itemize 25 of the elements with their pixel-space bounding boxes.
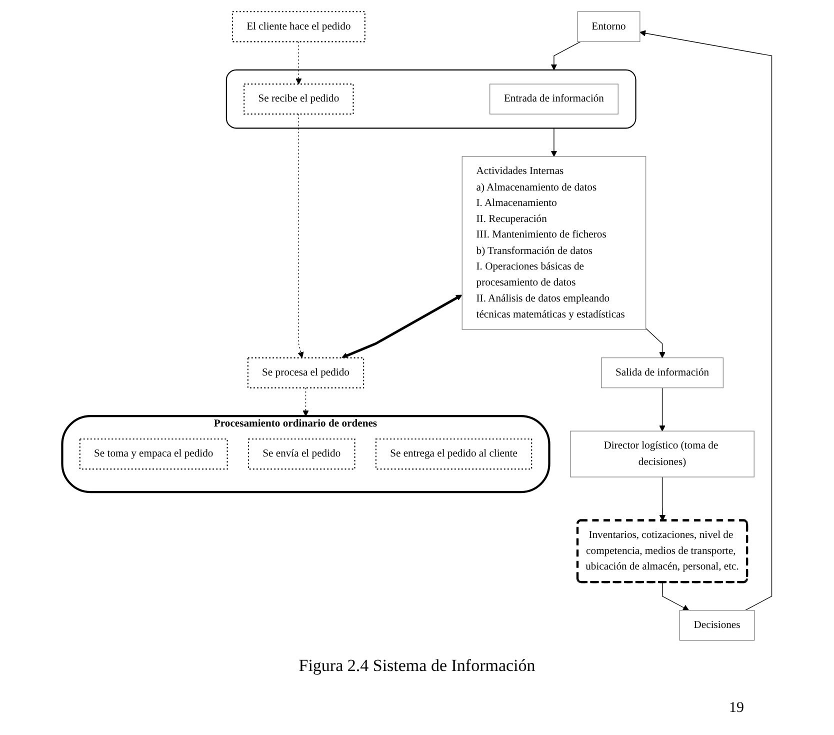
node-box: Se envía el pedido	[248, 438, 356, 470]
node-box: Se toma y empaca el pedido	[79, 438, 228, 470]
arrow	[342, 294, 462, 358]
arrow	[659, 476, 666, 521]
arrow	[302, 387, 309, 416]
arrow	[640, 30, 772, 611]
node-box: Se recibe el pedido	[244, 84, 354, 115]
arrow	[662, 582, 690, 611]
node-box: Salida de información	[601, 357, 724, 388]
cluster	[226, 69, 636, 129]
arrow	[659, 387, 666, 432]
figure-caption: Figura 2.4 Sistema de Información	[298, 656, 536, 676]
page-number: 19	[729, 700, 744, 717]
node-box: Se entrega el pedido al cliente	[375, 438, 532, 470]
arrow	[550, 128, 558, 157]
node-box: Se procesa el pedido	[247, 357, 364, 388]
node-box: El cliente hace el pedido	[232, 11, 366, 42]
node-box: Director logístico (toma de decisiones)	[570, 430, 754, 478]
arrow	[645, 328, 666, 358]
node-box: Actividades Internas a) Almacenamiento de datos I. Almacenamiento II. Recuperación III. Mantenimiento de ficheros b) Transformación de datos I. Operaciones básicas de procesamiento de datos II. Análisis de datos empleando técnicas matemáticas y estadísticas	[462, 156, 646, 330]
arrow	[296, 41, 302, 84]
node-box: Entrada de información	[489, 84, 618, 114]
node-box: Entorno	[577, 11, 640, 42]
node-box: Decisiones	[679, 610, 755, 641]
arrow	[550, 41, 581, 70]
